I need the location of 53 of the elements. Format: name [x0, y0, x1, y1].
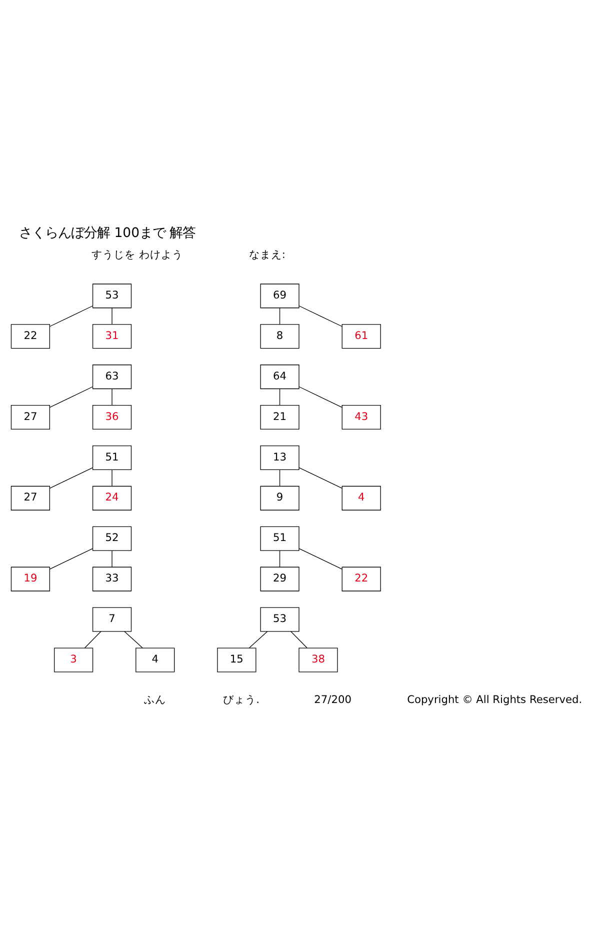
node-box: 21: [260, 404, 300, 430]
node-box: 13: [260, 444, 300, 470]
connector: [124, 630, 143, 648]
node-box: 9: [260, 485, 300, 510]
node-box: 64: [260, 364, 300, 389]
node-box: 38: [298, 647, 338, 672]
node-box: 52: [92, 526, 132, 550]
connector: [279, 468, 280, 486]
node-box: 24: [92, 485, 132, 510]
node-box: 22: [342, 566, 381, 591]
node-box: 33: [92, 566, 132, 591]
node-box: 15: [217, 647, 256, 672]
connector: [279, 307, 280, 324]
node-box: 51: [92, 444, 132, 470]
node-box: 8: [260, 324, 300, 348]
node-box: 27: [10, 485, 50, 510]
connector: [50, 548, 94, 569]
node-box: 4: [342, 485, 381, 510]
node-box: 53: [260, 606, 300, 632]
node-box: 22: [10, 324, 50, 348]
node-box: 36: [92, 404, 132, 430]
node-box: 19: [10, 566, 50, 591]
diagram-title: さくらんぼ分解 100まで 解答: [19, 225, 196, 240]
node-box: 43: [342, 404, 381, 430]
connector: [290, 630, 308, 648]
connector: [84, 630, 102, 648]
label: 27/200: [314, 693, 352, 706]
node-box: 51: [260, 526, 300, 550]
connector: [298, 548, 342, 569]
connector: [50, 386, 94, 408]
label: すうじを わけよう: [92, 248, 183, 260]
connector: [50, 466, 94, 488]
node-box: 69: [260, 283, 300, 308]
connector: [279, 388, 280, 406]
node-box: 27: [10, 404, 50, 430]
node-box: 7: [92, 606, 132, 632]
label: Copyright © All Rights Reserved.: [407, 693, 582, 706]
connector: [50, 305, 94, 326]
node-box: 31: [92, 324, 132, 348]
node-box: 61: [342, 324, 381, 348]
connector: [248, 630, 268, 648]
label: びょう.: [223, 693, 260, 706]
node-box: 53: [92, 283, 132, 308]
connector: [279, 550, 280, 567]
node-box: 4: [136, 647, 175, 672]
label: なまえ:: [248, 248, 286, 260]
label: ふん: [144, 693, 166, 706]
node-box: 63: [92, 364, 132, 389]
connector: [298, 466, 342, 488]
connector: [298, 386, 342, 408]
node-box: 29: [260, 566, 300, 591]
connector: [298, 305, 342, 326]
node-box: 3: [54, 647, 94, 672]
